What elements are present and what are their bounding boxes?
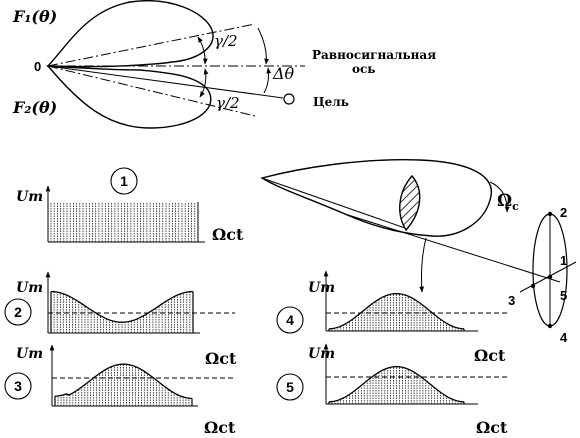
lower-gamma-arc (199, 68, 209, 98)
plot-number: 4 (286, 312, 294, 328)
y-axis-label: Um (16, 189, 43, 205)
y-axis-label: Um (308, 346, 335, 362)
position-dot-3 (530, 283, 536, 289)
upper-beam-axis (47, 23, 256, 67)
target-label: Цель (313, 95, 349, 109)
envelope-curve (54, 363, 193, 400)
y-axis-label: Um (308, 280, 335, 296)
envelope-curve (328, 365, 465, 403)
delta-theta-arc (257, 27, 270, 65)
carrier-strokes (328, 293, 465, 331)
envelope-curve (50, 290, 194, 323)
cone-edge-line (261, 177, 406, 229)
x-axis-label: Ωct (476, 418, 508, 437)
carrier-strokes (328, 366, 465, 404)
plot-number-circle (4, 298, 32, 326)
conical-scan-diagram: Ωc 2 1 5 3 4 (260, 159, 577, 345)
y-axis-label: Um (16, 346, 43, 362)
beam-cone (260, 159, 492, 237)
beam-pattern-diagram: F₁(θ) F₂(θ) 0 γ/2 γ/2 Δθ Равносигнальная… (12, 0, 436, 129)
x-axis-label: Ωct (212, 225, 244, 244)
position-label-1: 1 (560, 253, 567, 268)
carrier-strokes (50, 202, 199, 242)
position-dot-4 (547, 323, 553, 329)
envelope-curve (328, 292, 465, 330)
delta-theta-arc-lower (263, 67, 272, 94)
plot-number: 3 (14, 378, 22, 394)
pattern2-label: F₂(θ) (12, 98, 57, 117)
position-label-4: 4 (560, 330, 568, 345)
plot-number-circle (276, 306, 304, 334)
hatched-section (399, 174, 421, 232)
plot-number-circle (4, 372, 32, 400)
lower-lobe (46, 65, 212, 129)
upper-lobe (46, 0, 214, 68)
upper-gamma-arc (197, 36, 208, 65)
x-axis-label: Ωct (474, 346, 506, 365)
upper-gamma-label: γ/2 (214, 32, 238, 50)
plot-number: 5 (286, 379, 294, 395)
position-label-2: 2 (560, 205, 567, 220)
equisignal-axis-label-line1: Равносигнальная (312, 48, 436, 62)
pattern1-label: F₁(θ) (12, 7, 57, 26)
position-label-5: 5 (560, 288, 567, 303)
plot-number: 2 (14, 304, 22, 320)
target-circle (283, 93, 295, 105)
x-axis-label: Ωct (205, 349, 237, 368)
omega-subscript: c (512, 200, 519, 213)
x-axis-label: Ωct (204, 418, 236, 437)
plot-number-circle (110, 167, 138, 195)
scan-axis-line (344, 213, 561, 283)
target-line (47, 65, 284, 99)
delta-theta-label: Δθ (272, 64, 295, 83)
origin-label: 0 (34, 59, 41, 74)
lower-gamma-label: γ/2 (216, 94, 240, 112)
equisignal-axis-label-line2: ось (352, 62, 375, 76)
plot-number-circle (276, 373, 304, 401)
rotation-arrow-down (419, 237, 427, 293)
carrier-strokes (54, 364, 193, 406)
omega-c-label: Ωc (497, 191, 519, 213)
position-dot-2 (547, 211, 553, 217)
position-label-3: 3 (508, 293, 515, 308)
omega-symbol: Ω (497, 191, 512, 211)
position-dot-1 (547, 274, 553, 280)
rotation-arrow-right (489, 181, 510, 213)
plot-number: 1 (120, 173, 128, 189)
y-axis-label: Um (16, 280, 43, 296)
